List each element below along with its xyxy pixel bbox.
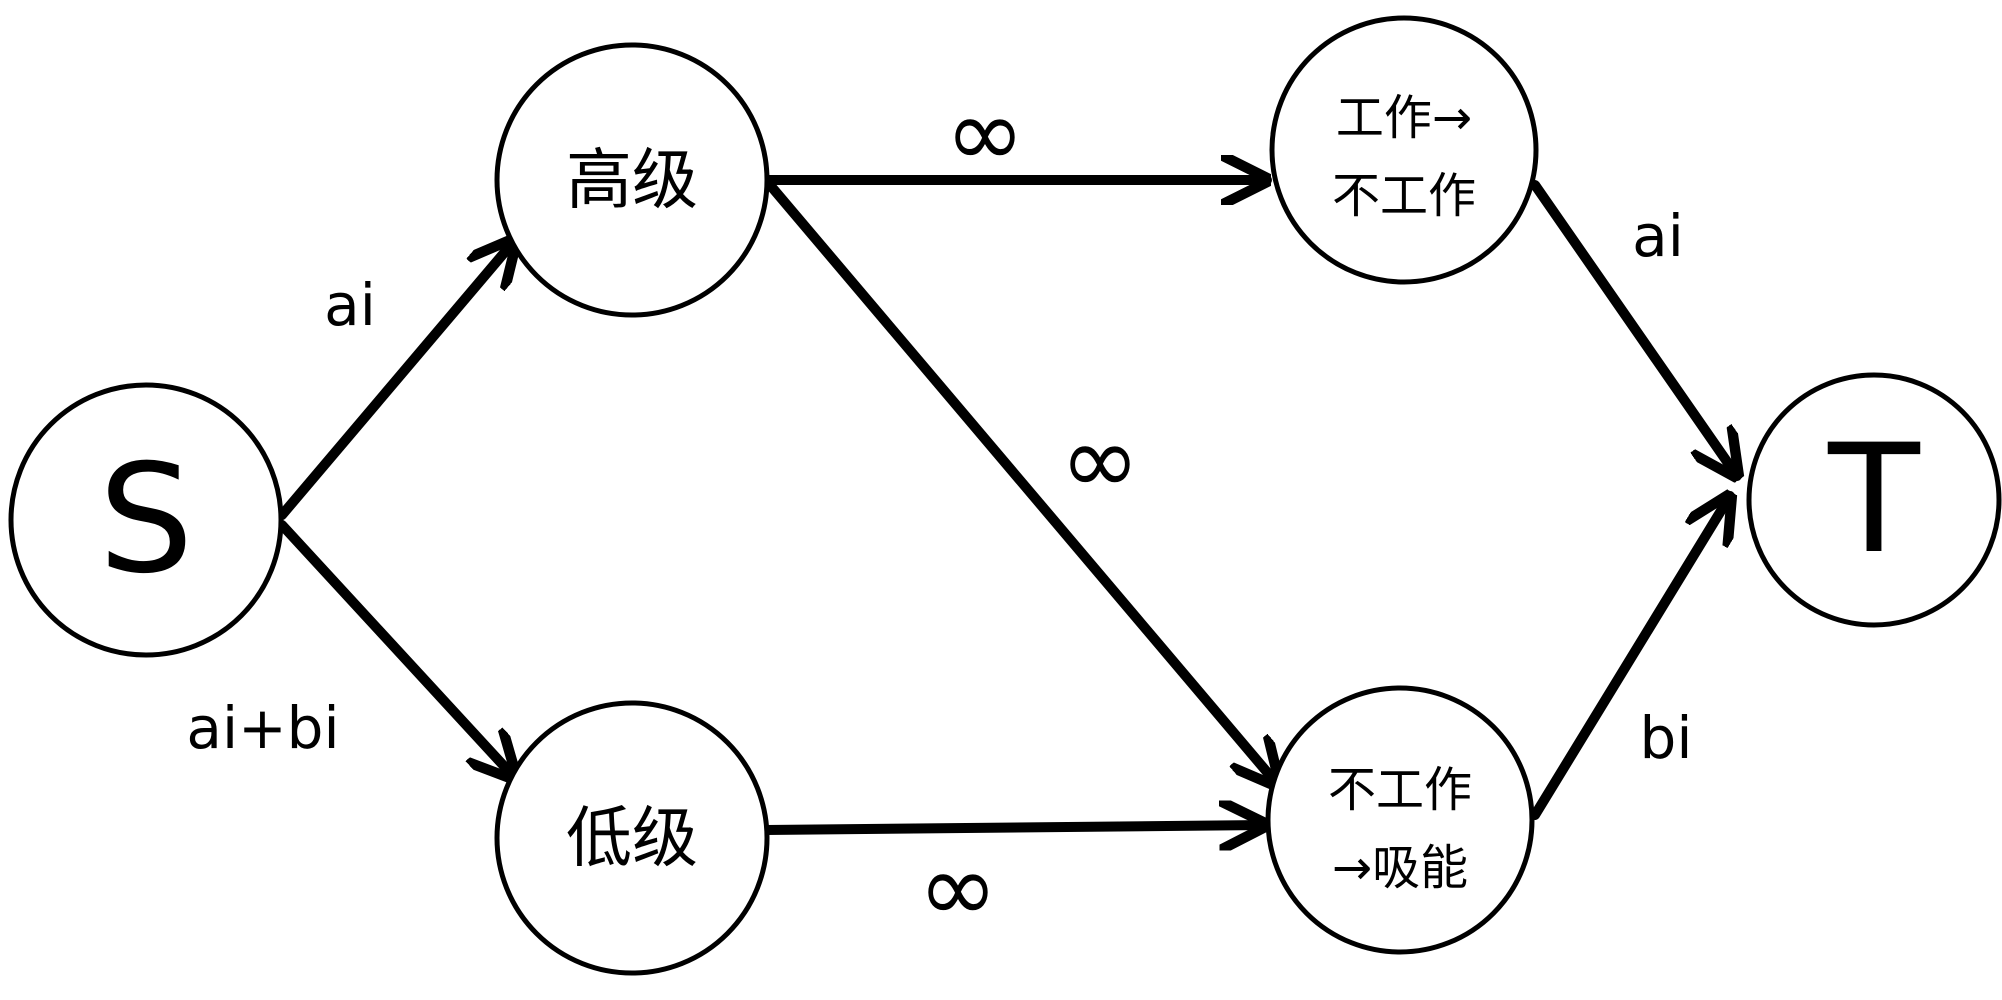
edge-s-to-low-line [277, 520, 515, 778]
node-work-to-idle-circle [1269, 15, 1539, 285]
edge-s-to-high [277, 240, 515, 520]
edge-label-high-to-work: ∞ [945, 77, 1025, 189]
edge-s-to-low [277, 520, 515, 778]
edge-label-work-to-t: ai [1632, 202, 1684, 270]
node-sink: T [1746, 372, 2002, 628]
edge-high-to-absorb [765, 180, 1278, 785]
node-sink-label: T [1827, 413, 1921, 587]
edge-work-to-t [1530, 180, 1737, 476]
node-idle-to-absorb-line1: 不工作 [1328, 762, 1472, 818]
edge-label-high-to-absorb: ∞ [1060, 404, 1140, 516]
edge-absorb-to-t-line [1530, 496, 1730, 820]
node-high-label: 高级 [566, 142, 698, 219]
node-low-circle [494, 700, 770, 976]
node-idle-to-absorb: 不工作 →吸能 [1265, 685, 1535, 955]
node-work-to-idle: 工作→ 不工作 [1269, 15, 1539, 285]
edge-low-to-absorb-line [761, 825, 1270, 830]
node-idle-to-absorb-line2: →吸能 [1332, 840, 1468, 896]
node-low: 低级 [494, 700, 770, 976]
edge-label-absorb-to-t: bi [1640, 704, 1693, 772]
node-source-circle [8, 382, 284, 658]
node-high: 高级 [494, 42, 770, 318]
edge-label-s-to-high: ai [324, 271, 376, 339]
edge-s-to-high-line [277, 240, 515, 520]
edge-label-low-to-absorb: ∞ [918, 832, 998, 944]
edge-absorb-to-t [1530, 496, 1730, 820]
node-sink-circle [1746, 372, 2002, 628]
node-idle-to-absorb-circle [1265, 685, 1535, 955]
node-low-label: 低级 [566, 800, 698, 877]
edge-label-s-to-low: ai+bi [186, 694, 339, 762]
node-high-circle [494, 42, 770, 318]
node-work-to-idle-line2: 不工作 [1332, 168, 1476, 224]
edge-high-to-absorb-line [765, 180, 1278, 785]
edge-work-to-t-line [1530, 180, 1737, 476]
node-work-to-idle-line1: 工作→ [1336, 90, 1472, 146]
node-source: S [8, 382, 284, 658]
node-source-label: S [98, 433, 193, 607]
edge-low-to-absorb [761, 825, 1270, 830]
